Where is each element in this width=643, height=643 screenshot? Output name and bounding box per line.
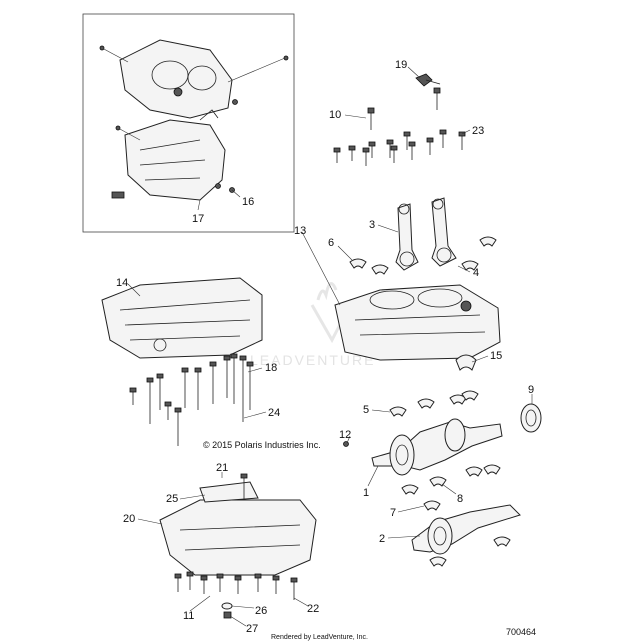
sensor-19 (415, 73, 441, 110)
callout-15: 15 (490, 350, 502, 362)
callout-12: 12 (339, 429, 351, 441)
callout-3: 3 (369, 219, 375, 231)
copyright-text: © 2015 Polaris Industries Inc. (203, 440, 321, 450)
callout-4: 4 (473, 267, 479, 279)
callout-14: 14 (116, 277, 128, 289)
callout-6: 6 (328, 237, 334, 249)
oil-pan (159, 473, 317, 576)
callout-17: 17 (192, 213, 204, 225)
oil-seal-9 (520, 403, 542, 433)
balance-shaft (411, 504, 521, 567)
upper-crankcase (334, 284, 501, 361)
callout-11: 11 (183, 610, 194, 622)
callout-18: 18 (265, 362, 277, 374)
crankshaft (371, 418, 503, 476)
callout-5: 5 (363, 404, 369, 416)
diagram-id: 700464 (506, 627, 536, 637)
callout-10: 10 (329, 109, 341, 121)
crankcase-bolts (129, 353, 254, 446)
callout-21: 21 (216, 462, 228, 474)
callout-7: 7 (390, 507, 396, 519)
callout-8: 8 (457, 493, 463, 505)
inset-box (82, 13, 295, 233)
callout-9: 9 (528, 384, 534, 396)
lower-crankcase (101, 277, 263, 359)
inset-upper-head (99, 39, 289, 119)
callout-22: 22 (307, 603, 319, 615)
inset-lower-case (111, 109, 241, 211)
callout-26: 26 (255, 605, 267, 617)
head-bolts (333, 107, 466, 166)
oil-pan-bolts (174, 571, 298, 619)
callout-13: 13 (294, 225, 306, 237)
callout-1: 1 (363, 487, 369, 499)
callout-2: 2 (379, 533, 385, 545)
callout-20: 20 (123, 513, 135, 525)
callout-23: 23 (472, 125, 484, 137)
callout-24: 24 (268, 407, 280, 419)
callout-16: 16 (242, 196, 254, 208)
leader-lines (127, 66, 533, 627)
rendered-by-text: Rendered by LeadVenture, Inc. (271, 634, 368, 641)
main-bearings (343, 390, 501, 511)
callout-27: 27 (246, 623, 258, 635)
bearing-shell-15 (455, 354, 477, 371)
connecting-rods (349, 197, 497, 275)
watermark-text: LEADVENTURE (250, 352, 375, 368)
callout-labels: 19 10 23 13 3 6 4 14 18 15 9 5 12 24 21 … (116, 59, 534, 635)
callout-19: 19 (395, 59, 407, 71)
callout-25: 25 (166, 493, 178, 505)
